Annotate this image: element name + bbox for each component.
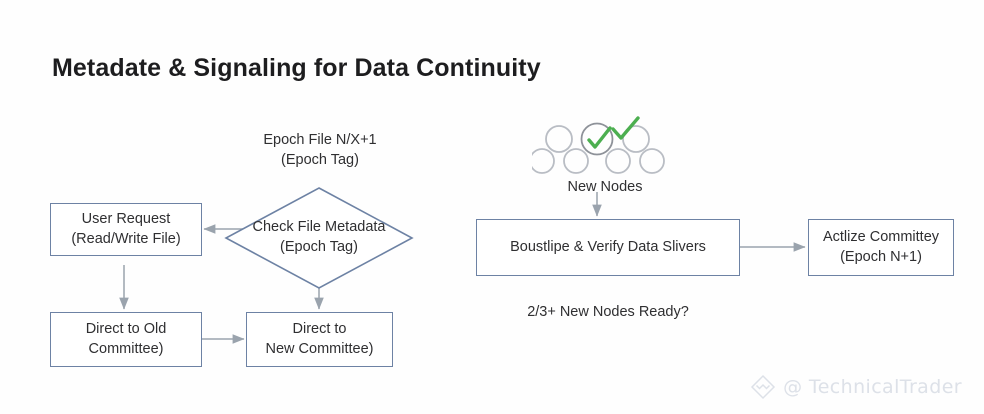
watermark-handle: @ TechnicalTrader (783, 376, 962, 398)
epoch-file-caption-line2: (Epoch Tag) (281, 151, 359, 168)
box-activate-line2: (Epoch N+1) (840, 248, 922, 265)
epoch-file-caption-line1: Epoch File N/X+1 (263, 132, 377, 148)
diamond-logo-icon (751, 374, 776, 400)
node-circle (639, 148, 665, 174)
check-icon-large (611, 116, 640, 140)
box-old-committee-line1: Direct to Old (85, 320, 167, 337)
check-icon-small (587, 126, 612, 149)
box-user-request-line1: User Request (81, 210, 171, 227)
box-bootstrap-verify-data-slivers[interactable]: Boustlipe & Verify Data Slivers (476, 219, 740, 276)
page-title: Metadate & Signaling for Data Continuity (52, 54, 541, 82)
node-circle (563, 148, 589, 174)
box-old-committee-line2: Committee) (88, 340, 164, 357)
box-activate-committee[interactable]: Actlize Committey (Epoch N+1) (808, 219, 954, 276)
node-circle (605, 148, 631, 174)
node-circle (545, 125, 573, 153)
box-user-request[interactable]: User Request (Read/Write File) (50, 203, 202, 256)
new-nodes-label: New Nodes (567, 179, 643, 195)
box-activate-line1: Actlize Committey (822, 228, 940, 245)
decision-check-file-metadata[interactable]: Check File Metadata (Epoch Tag) (224, 187, 414, 289)
node-circle (622, 125, 650, 153)
nodes-ready-note: 2/3+ New Nodes Ready? (527, 304, 689, 320)
node-circle (529, 148, 555, 174)
box-new-committee-line1: Direct to (292, 320, 347, 337)
diamond-shape-icon (224, 187, 414, 289)
box-user-request-line2: (Read/Write File) (71, 230, 181, 247)
box-new-committee-line2: New Committee) (265, 340, 374, 357)
watermark: @ TechnicalTrader (750, 374, 962, 400)
box-direct-to-new-committee[interactable]: Direct to New Committee) (246, 312, 393, 367)
box-bootstrap-line1: Boustlipe & Verify Data Slivers (510, 238, 706, 255)
box-direct-to-old-committee[interactable]: Direct to Old Committee) (50, 312, 202, 367)
node-circle-checked (580, 122, 614, 156)
new-nodes-cluster (529, 116, 678, 174)
epoch-file-caption: Epoch File N/X+1 (Epoch Tag) (231, 131, 409, 170)
